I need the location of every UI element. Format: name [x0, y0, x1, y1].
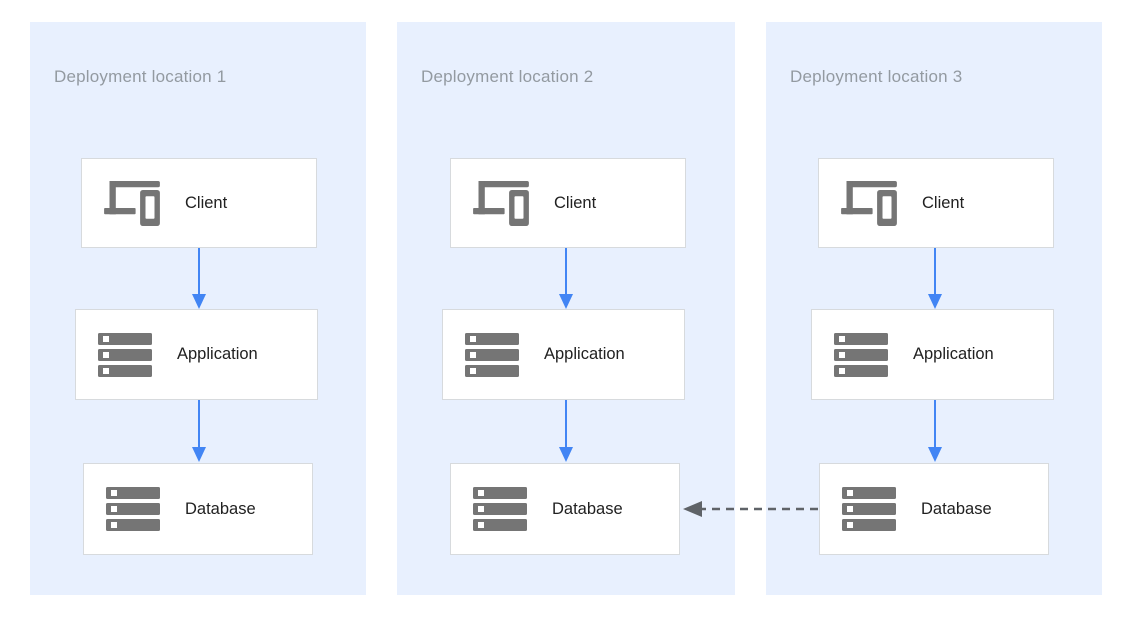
node-application-1: Application — [75, 309, 318, 400]
node-database-2: Database — [450, 463, 680, 555]
client-devices-icon — [104, 180, 160, 226]
node-label: Client — [922, 193, 965, 212]
deployment-panel-3: Deployment location 3 Client Application — [766, 22, 1102, 595]
node-client-3: Client — [818, 158, 1054, 248]
panel-title: Deployment location 3 — [790, 67, 963, 86]
node-client-2: Client — [450, 158, 686, 248]
node-label: Database — [921, 499, 992, 518]
node-application-3: Application — [811, 309, 1054, 400]
panel-title: Deployment location 1 — [54, 67, 227, 86]
node-label: Database — [185, 499, 256, 518]
node-label: Client — [185, 193, 228, 212]
server-stack-icon — [465, 332, 519, 377]
deployment-panel-1: Deployment location 1 Client Application — [30, 22, 366, 595]
server-stack-icon — [98, 332, 152, 377]
node-label: Application — [544, 345, 625, 363]
node-database-3: Database — [819, 463, 1049, 555]
server-stack-icon — [473, 487, 527, 531]
deployment-panel-2: Deployment location 2 Client Application — [397, 22, 735, 595]
server-stack-icon — [842, 487, 896, 531]
node-database-1: Database — [83, 463, 313, 555]
node-label: Application — [913, 345, 994, 363]
server-stack-icon — [106, 487, 160, 531]
client-devices-icon — [841, 180, 897, 226]
server-stack-icon — [834, 332, 888, 377]
node-label: Application — [177, 345, 258, 363]
node-label: Database — [552, 499, 623, 518]
node-label: Client — [554, 193, 597, 212]
panel-title: Deployment location 2 — [421, 67, 594, 86]
node-application-2: Application — [442, 309, 685, 400]
client-devices-icon — [473, 180, 529, 226]
node-client-1: Client — [81, 158, 317, 248]
